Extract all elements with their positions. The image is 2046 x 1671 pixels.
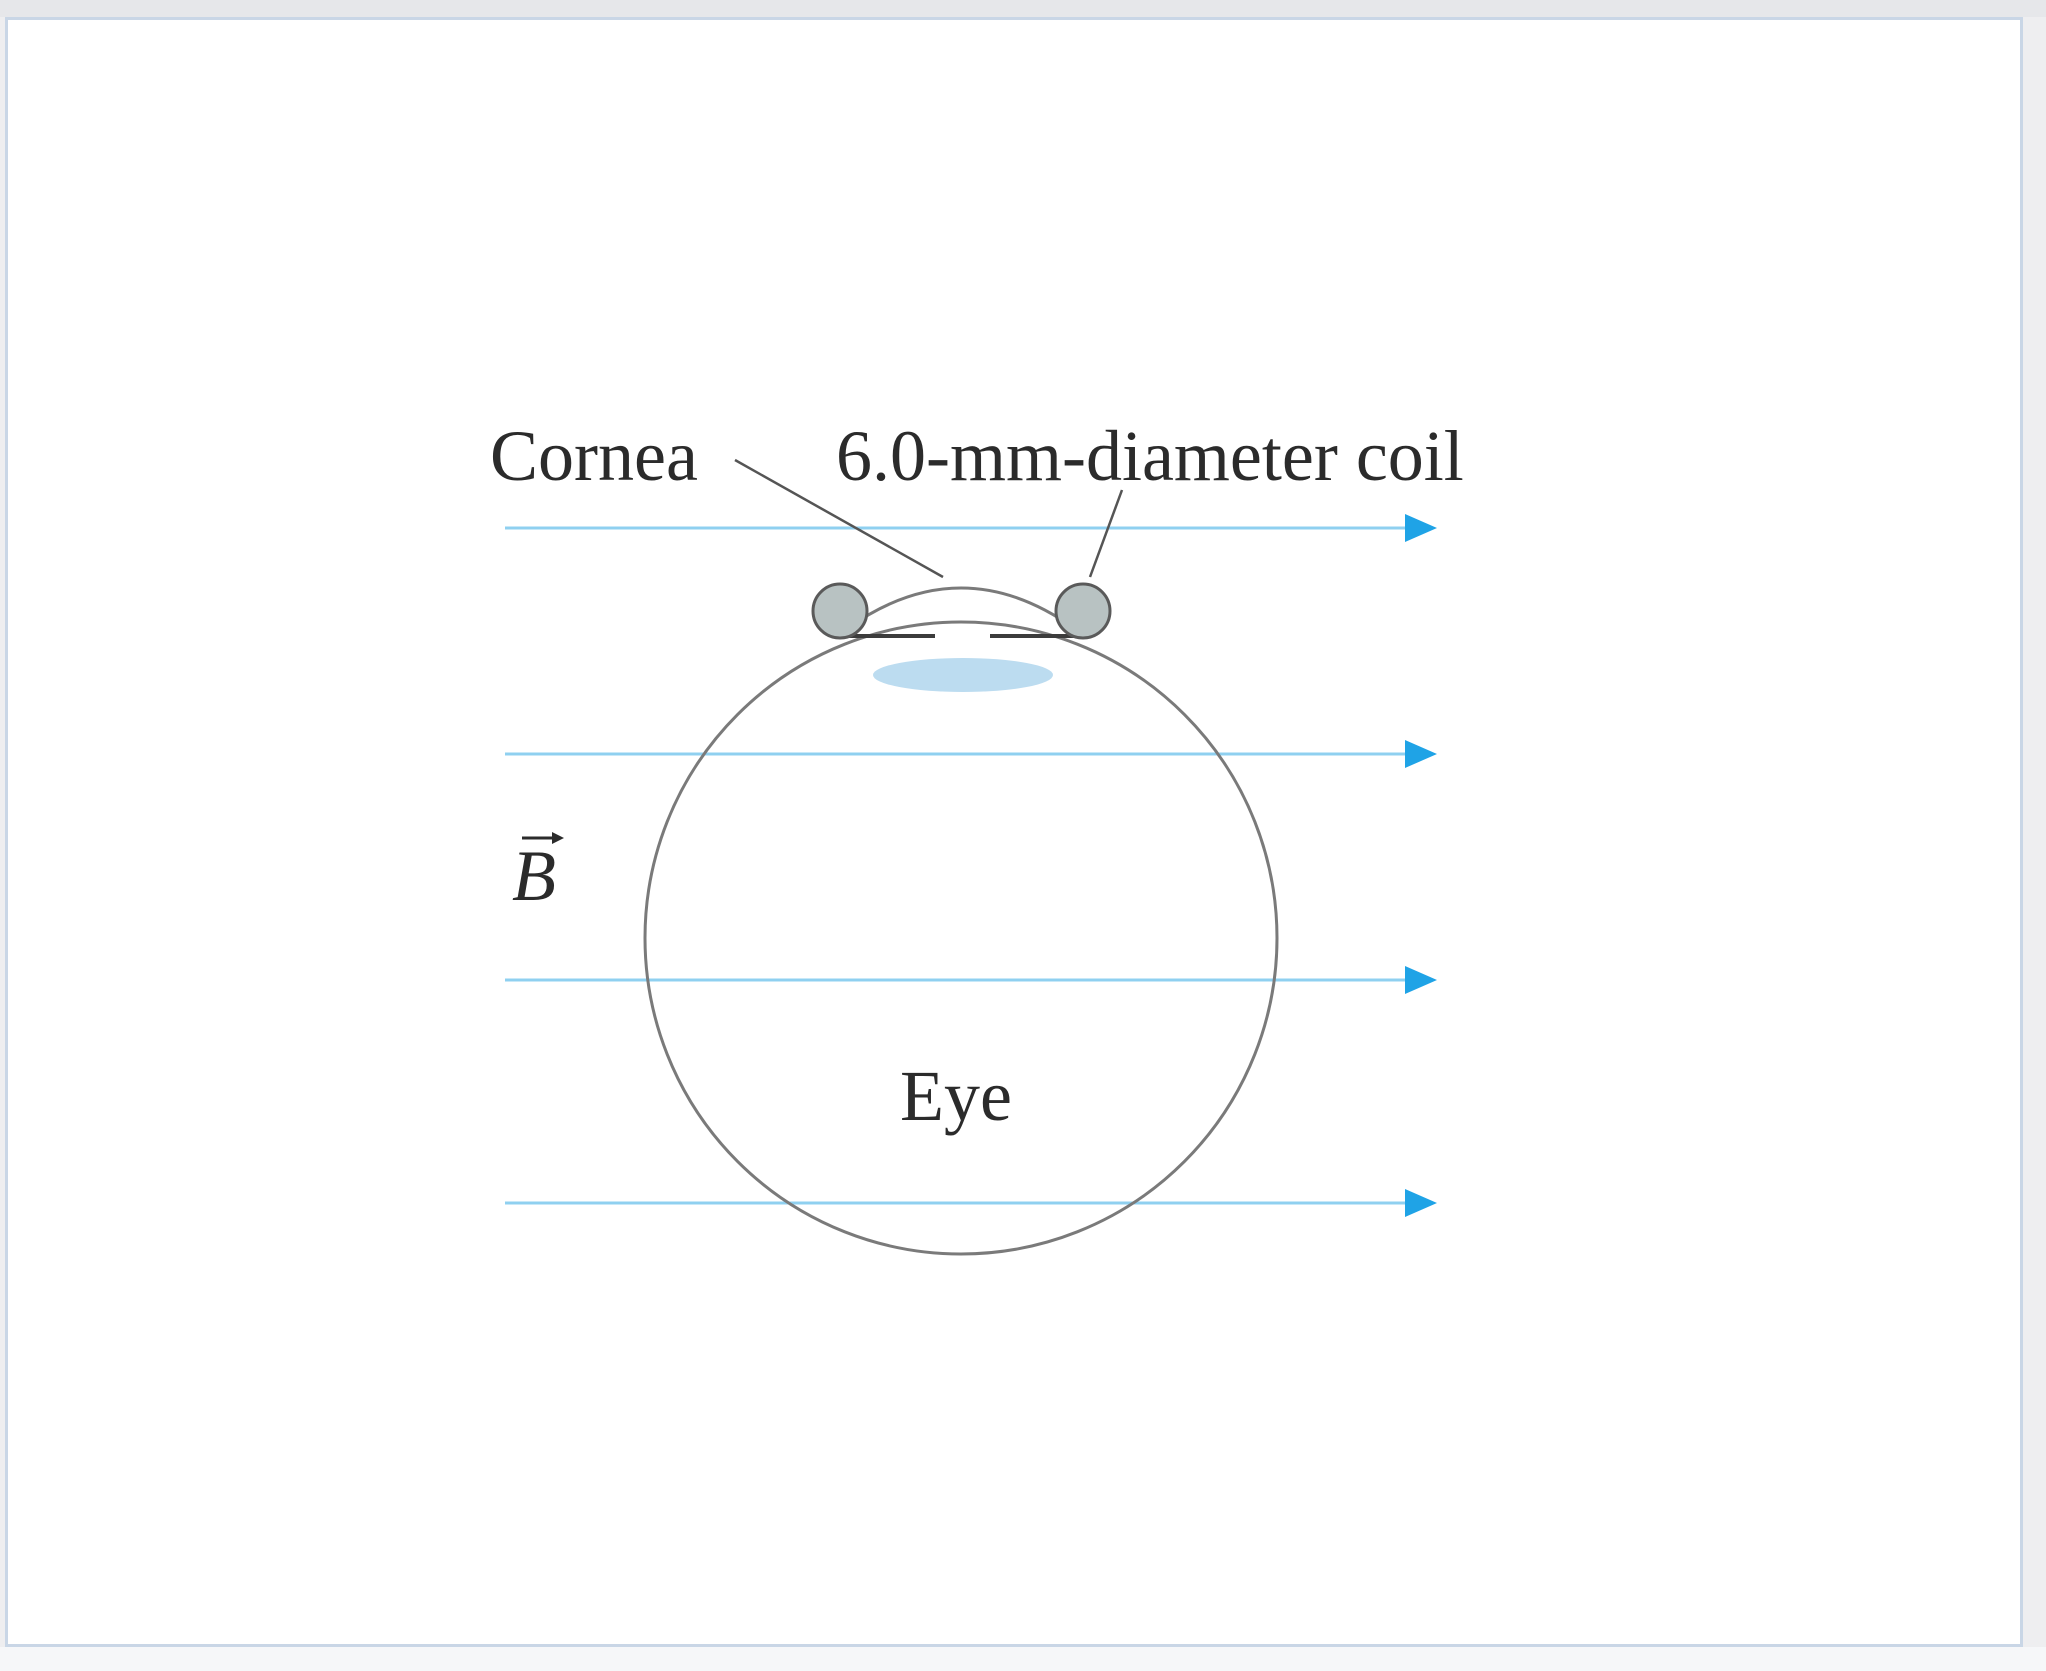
cornea-bulge xyxy=(847,586,1075,630)
coil-cross-section-left xyxy=(811,582,869,640)
field-arrowhead-1 xyxy=(1405,514,1437,542)
field-arrowhead-3 xyxy=(1405,966,1437,994)
figure-panel xyxy=(5,17,2023,1647)
cornea-label: Cornea xyxy=(490,416,698,496)
coil-leader-line xyxy=(1088,489,1124,578)
coil-cross-section-right xyxy=(1054,582,1112,640)
eye-label: Eye xyxy=(900,1056,1012,1136)
field-arrowhead-2 xyxy=(1405,740,1437,768)
magnetic-field-symbol: B xyxy=(512,836,556,916)
lens xyxy=(873,658,1053,692)
vector-arrow-icon xyxy=(552,832,564,844)
coil-label: 6.0-mm-diameter coil xyxy=(836,416,1464,496)
eye-outline xyxy=(643,620,1279,1256)
magnetic-field-lines xyxy=(505,514,1437,1217)
magnetic-field-label: B xyxy=(512,832,564,916)
top-strip xyxy=(0,0,2046,17)
cornea-leader-line xyxy=(734,458,944,579)
bottom-strip xyxy=(0,1647,2046,1671)
field-arrowhead-4 xyxy=(1405,1189,1437,1217)
